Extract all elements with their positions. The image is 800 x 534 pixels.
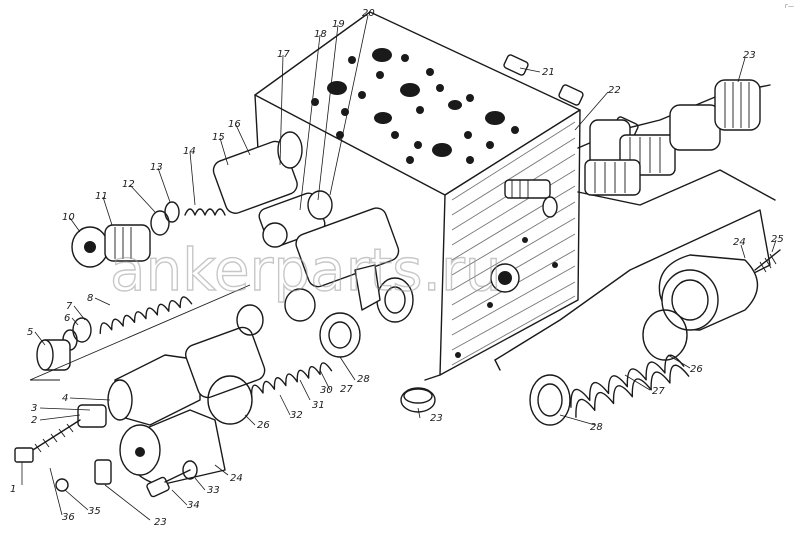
callout-4: 4 — [62, 393, 68, 404]
callout-21: 21 — [542, 67, 555, 78]
watermark: ankerparts.ru — [110, 236, 502, 304]
callout-36: 36 — [62, 512, 75, 523]
callout-23-upper: 23 — [743, 50, 756, 61]
callout-34: 34 — [187, 500, 200, 511]
callout-22: 22 — [608, 85, 621, 96]
callout-8: 8 — [87, 293, 93, 304]
callout-3: 3 — [31, 403, 37, 414]
callout-17: 17 — [277, 49, 290, 60]
callout-2: 2 — [31, 415, 37, 426]
callout-7: 7 — [66, 301, 73, 312]
callout-27-right: 27 — [652, 386, 665, 397]
callout-19: 19 — [332, 19, 345, 30]
callout-33: 33 — [207, 485, 220, 496]
left-valve-train — [14, 201, 436, 498]
callout-35: 35 — [88, 506, 101, 517]
callout-24-left: 24 — [230, 473, 243, 484]
callout-23-lower: 23 — [154, 517, 167, 528]
callout-26-right: 26 — [690, 364, 703, 375]
callout-25: 25 — [771, 234, 784, 245]
callout-20: 20 — [362, 8, 375, 19]
callout-1: 1 — [10, 484, 16, 495]
fitting-22 — [504, 179, 558, 218]
valve-assembly-23 — [577, 79, 776, 206]
callout-24-right: 24 — [733, 237, 746, 248]
callout-12: 12 — [122, 179, 135, 190]
leader-lines — [21, 14, 777, 521]
callout-6: 6 — [64, 313, 70, 324]
callout-labels: 1 2 3 4 5 6 7 8 10 11 12 13 14 15 16 17 … — [10, 8, 784, 528]
callout-14: 14 — [183, 146, 196, 157]
callout-26-left: 26 — [257, 420, 270, 431]
callout-31: 31 — [312, 400, 325, 411]
corner-mark: г— — [784, 3, 794, 10]
callout-28-center: 28 — [357, 374, 370, 385]
callout-10: 10 — [62, 212, 75, 223]
callout-27-center: 27 — [340, 384, 353, 395]
callout-11: 11 — [95, 191, 108, 202]
callout-18: 18 — [314, 29, 327, 40]
callout-28-right: 28 — [590, 422, 603, 433]
callout-13: 13 — [150, 162, 163, 173]
callout-23-plug: 23 — [430, 413, 443, 424]
center-valve-train — [212, 131, 414, 358]
callout-5: 5 — [27, 327, 33, 338]
valve-assembly-24 — [494, 209, 781, 426]
callout-16: 16 — [228, 119, 241, 130]
callout-32: 32 — [290, 410, 303, 421]
axis-lines — [29, 284, 251, 381]
callout-15: 15 — [212, 132, 225, 143]
callout-30: 30 — [320, 385, 333, 396]
valve-body-block — [254, 11, 639, 381]
